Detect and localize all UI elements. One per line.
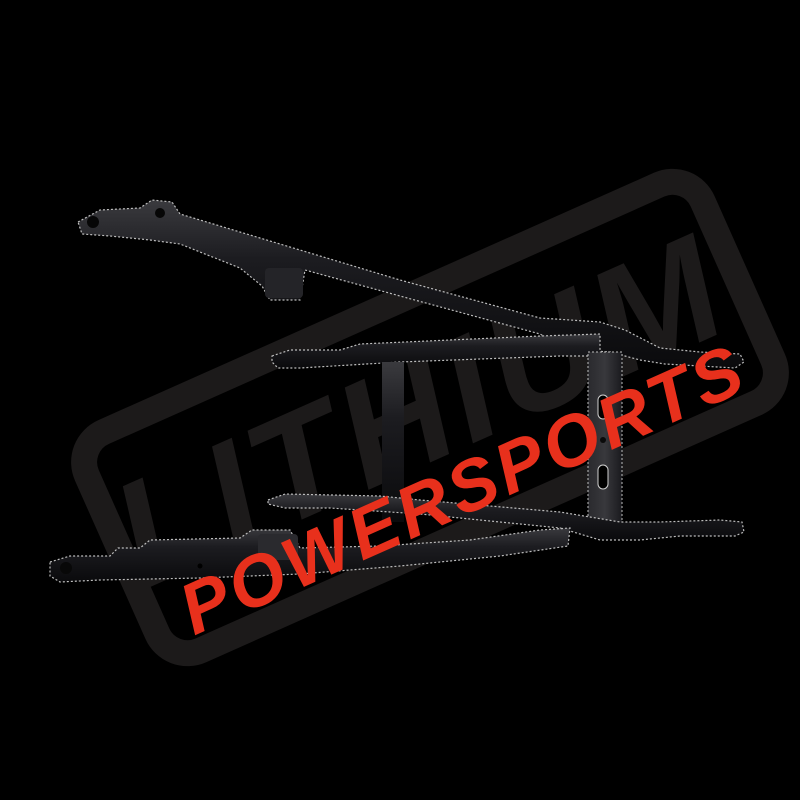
lower-rail	[49, 527, 571, 583]
lower-crossbar	[267, 493, 745, 541]
vertical-strut	[382, 362, 404, 522]
upper-rail	[77, 199, 745, 369]
upper-crossbar	[271, 333, 601, 369]
mounting-plate	[587, 351, 623, 533]
